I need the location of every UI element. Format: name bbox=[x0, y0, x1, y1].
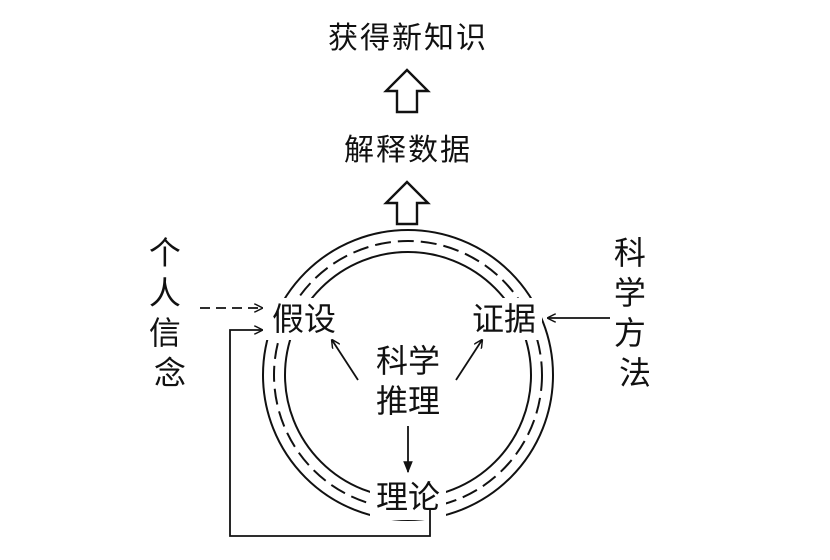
feedback-loop-theory-to-hypothesis bbox=[229, 330, 431, 537]
left-vertical-label: 个 人 信 念 bbox=[149, 234, 191, 392]
right-vertical-label: 科 学 方 法 bbox=[614, 234, 656, 392]
hollow-up-arrow-bottom bbox=[383, 180, 431, 226]
top-title: 获得新知识 bbox=[328, 21, 488, 56]
center-label-top: 科学 bbox=[376, 342, 440, 380]
theory-label-bg bbox=[370, 476, 446, 520]
hollow-up-arrow-top bbox=[383, 68, 431, 114]
center-label-bottom: 推理 bbox=[376, 382, 440, 420]
middle-title: 解释数据 bbox=[344, 133, 472, 168]
node-hypothesis: 假设 bbox=[272, 300, 336, 338]
evidence-label-bg bbox=[466, 298, 542, 340]
hypothesis-label-bg bbox=[266, 298, 342, 340]
node-theory: 理论 bbox=[376, 478, 440, 516]
arrow-to-hypothesis bbox=[332, 340, 359, 381]
node-evidence: 证据 bbox=[472, 300, 536, 338]
arrow-to-evidence bbox=[455, 340, 482, 381]
